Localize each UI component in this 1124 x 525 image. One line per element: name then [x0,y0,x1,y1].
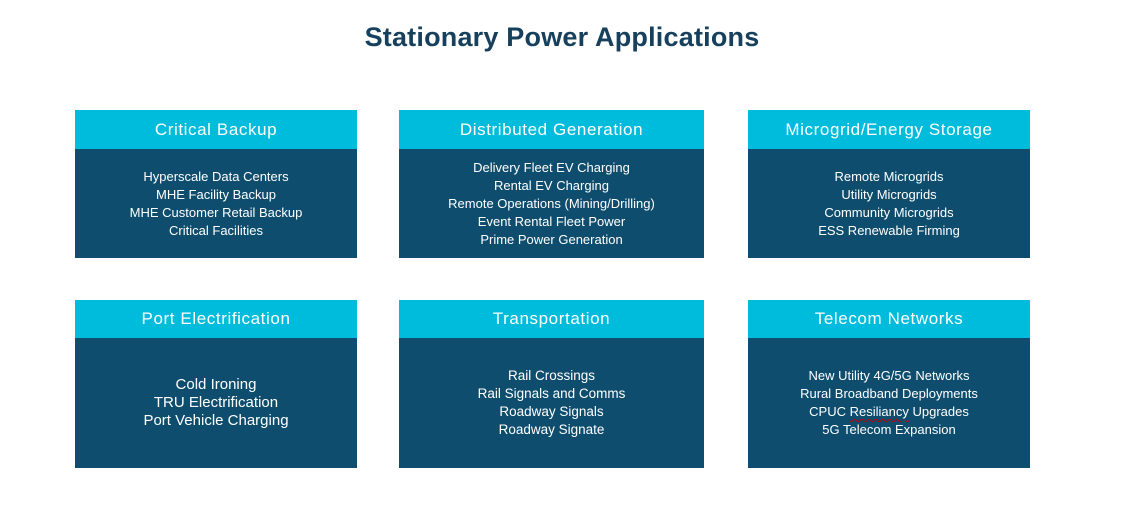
card-distributed-generation: Distributed Generation Delivery Fleet EV… [399,110,704,258]
list-item: Utility Microgrids [841,186,937,202]
list-item: Hyperscale Data Centers [143,168,289,184]
list-item: MHE Customer Retail Backup [129,204,303,220]
list-item: Roadway Signate [498,422,605,437]
card-header: Distributed Generation [399,110,704,149]
list-item: Rental EV Charging [494,177,609,193]
list-item: CPUC Resiliancy Upgrades [809,404,969,419]
list-item: Roadway Signals [499,404,604,419]
list-item: Rail Crossings [507,368,596,383]
list-item: 5G Telecom Expansion [822,422,956,437]
card-microgrid-energy-storage: Microgrid/Energy Storage Remote Microgri… [748,110,1030,258]
card-header: Critical Backup [75,110,357,149]
page-title: Stationary Power Applications [364,22,760,52]
list-item: Delivery Fleet EV Charging [473,159,630,175]
card-header: Port Electrification [75,300,357,338]
card-telecom-networks: Telecom Networks New Utility 4G/5G Netwo… [748,300,1030,468]
list-item: Remote Microgrids [834,168,944,184]
list-item: Event Rental Fleet Power [477,213,626,229]
list-item: ESS Renewable Firming [818,222,960,238]
list-item: MHE Facility Backup [156,186,276,202]
card-header: Microgrid/Energy Storage [748,110,1030,149]
list-item: TRU Electrification [153,394,279,411]
card-header: Telecom Networks [748,300,1030,338]
list-item: Remote Operations (Mining/Drilling) [448,195,655,211]
list-item: Rail Signals and Comms [477,386,626,401]
list-item: New Utility 4G/5G Networks [808,368,970,383]
list-item: Rural Broadband Deployments [800,386,978,401]
card-header: Transportation [399,300,704,338]
list-item: Community Microgrids [824,204,954,220]
list-item: Critical Facilities [169,222,263,238]
list-item: Prime Power Generation [480,231,623,247]
misspelled-word: Resiliancy [849,404,909,419]
list-item: Port Vehicle Charging [143,412,289,429]
list-item: Cold Ironing [175,376,257,393]
